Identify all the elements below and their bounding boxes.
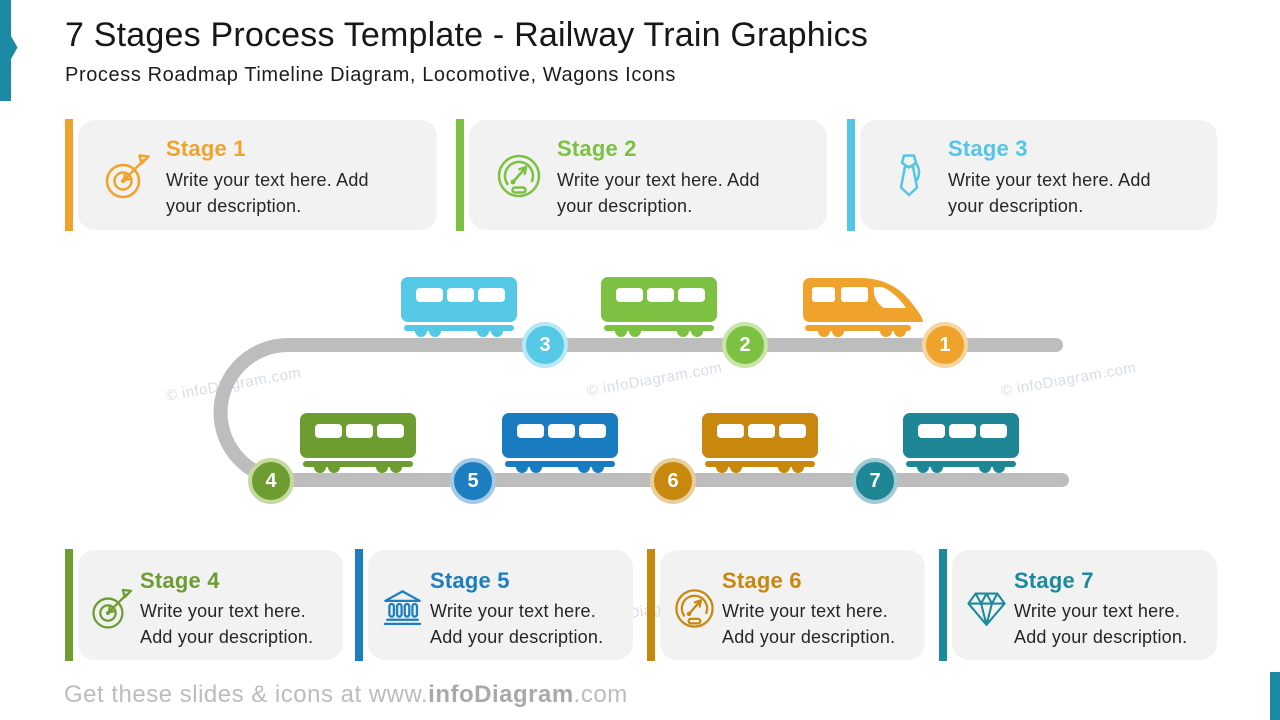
stage-7-accent-bar xyxy=(939,549,947,661)
stage-1-accent-bar xyxy=(65,119,73,231)
target-arrow-icon xyxy=(92,588,133,629)
train-wagon-2 xyxy=(601,277,717,337)
stage-7-title: Stage 7 xyxy=(1014,568,1094,593)
stage-6-description: Write your text here. Add your descripti… xyxy=(722,601,896,647)
train-wagon-4 xyxy=(300,413,416,473)
stage-7-description: Write your text here. Add your descripti… xyxy=(1014,601,1188,647)
stage-1-card: Stage 1 Write your text here. Add your d… xyxy=(78,120,437,230)
stop-number: 7 xyxy=(869,469,881,492)
stage-3-title: Stage 3 xyxy=(948,136,1028,161)
stage-4-description: Write your text here. Add your descripti… xyxy=(140,601,314,647)
bookmark-arrow xyxy=(11,36,18,59)
corner-accent-bar xyxy=(1270,672,1280,720)
timeline-stop-7: 7 xyxy=(852,458,898,504)
stop-number: 3 xyxy=(539,333,551,356)
train-wagon-6 xyxy=(702,413,818,473)
necktie-icon xyxy=(899,154,921,197)
stop-number: 2 xyxy=(739,333,751,356)
footer-text: Get these slides & icons at www. xyxy=(64,681,429,708)
footer-brand: infoDiagram xyxy=(428,681,574,708)
speedometer-icon xyxy=(675,589,714,628)
train-wagon-3 xyxy=(401,277,517,337)
stage-6-accent-bar xyxy=(647,549,655,661)
diamond-icon xyxy=(967,592,1006,626)
stage-2-card: Stage 2 Write your text here. Add your d… xyxy=(469,120,827,230)
timeline-stop-2: 2 xyxy=(722,322,768,368)
stage-4-accent-bar xyxy=(65,549,73,661)
bookmark-ribbon xyxy=(0,0,18,101)
bank-icon xyxy=(383,590,422,625)
stage-7-card: Stage 7 Write your text here. Add your d… xyxy=(952,550,1217,660)
timeline-stop-5: 5 xyxy=(450,458,496,504)
stage-5-title: Stage 5 xyxy=(430,568,510,593)
stop-number: 5 xyxy=(467,469,479,492)
stop-number: 6 xyxy=(667,469,679,492)
page-subtitle: Process Roadmap Timeline Diagram, Locomo… xyxy=(65,64,676,86)
page-title: 7 Stages Process Template - Railway Trai… xyxy=(65,16,869,54)
timeline-stop-3: 3 xyxy=(522,322,568,368)
timeline-stop-6: 6 xyxy=(650,458,696,504)
footer-suffix: .com xyxy=(573,681,628,708)
stage-6-card: Stage 6 Write your text here. Add your d… xyxy=(660,550,925,660)
stage-1-description: Write your text here. Add your descripti… xyxy=(166,170,369,216)
stage-2-title: Stage 2 xyxy=(557,136,637,161)
stop-number: 4 xyxy=(265,469,277,492)
stage-1-title: Stage 1 xyxy=(166,136,246,161)
stage-2-accent-bar xyxy=(456,119,464,231)
stage-5-description: Write your text here. Add your descripti… xyxy=(430,601,604,647)
train-wagon-5 xyxy=(502,413,618,473)
stage-3-card: Stage 3 Write your text here. Add your d… xyxy=(860,120,1217,230)
bookmark-bar xyxy=(0,0,11,101)
stage-5-accent-bar xyxy=(355,549,363,661)
timeline-stop-4: 4 xyxy=(248,458,294,504)
train-wagon-7 xyxy=(903,413,1019,473)
train-locomotive-1 xyxy=(803,278,923,337)
stage-4-card: Stage 4 Write your text here. Add your d… xyxy=(78,550,343,660)
speedometer-icon xyxy=(497,154,541,198)
stop-number: 1 xyxy=(939,333,951,356)
stage-3-description: Write your text here. Add your descripti… xyxy=(948,170,1151,216)
stage-5-card: Stage 5 Write your text here. Add your d… xyxy=(368,550,633,660)
target-arrow-icon xyxy=(105,154,150,199)
stage-4-title: Stage 4 xyxy=(140,568,220,593)
stage-2-description: Write your text here. Add your descripti… xyxy=(557,170,760,216)
timeline-stop-1: 1 xyxy=(922,322,968,368)
stage-3-accent-bar xyxy=(847,119,855,231)
stage-6-title: Stage 6 xyxy=(722,568,802,593)
footer-link[interactable]: Get these slides & icons at www.infoDiag… xyxy=(64,681,628,709)
